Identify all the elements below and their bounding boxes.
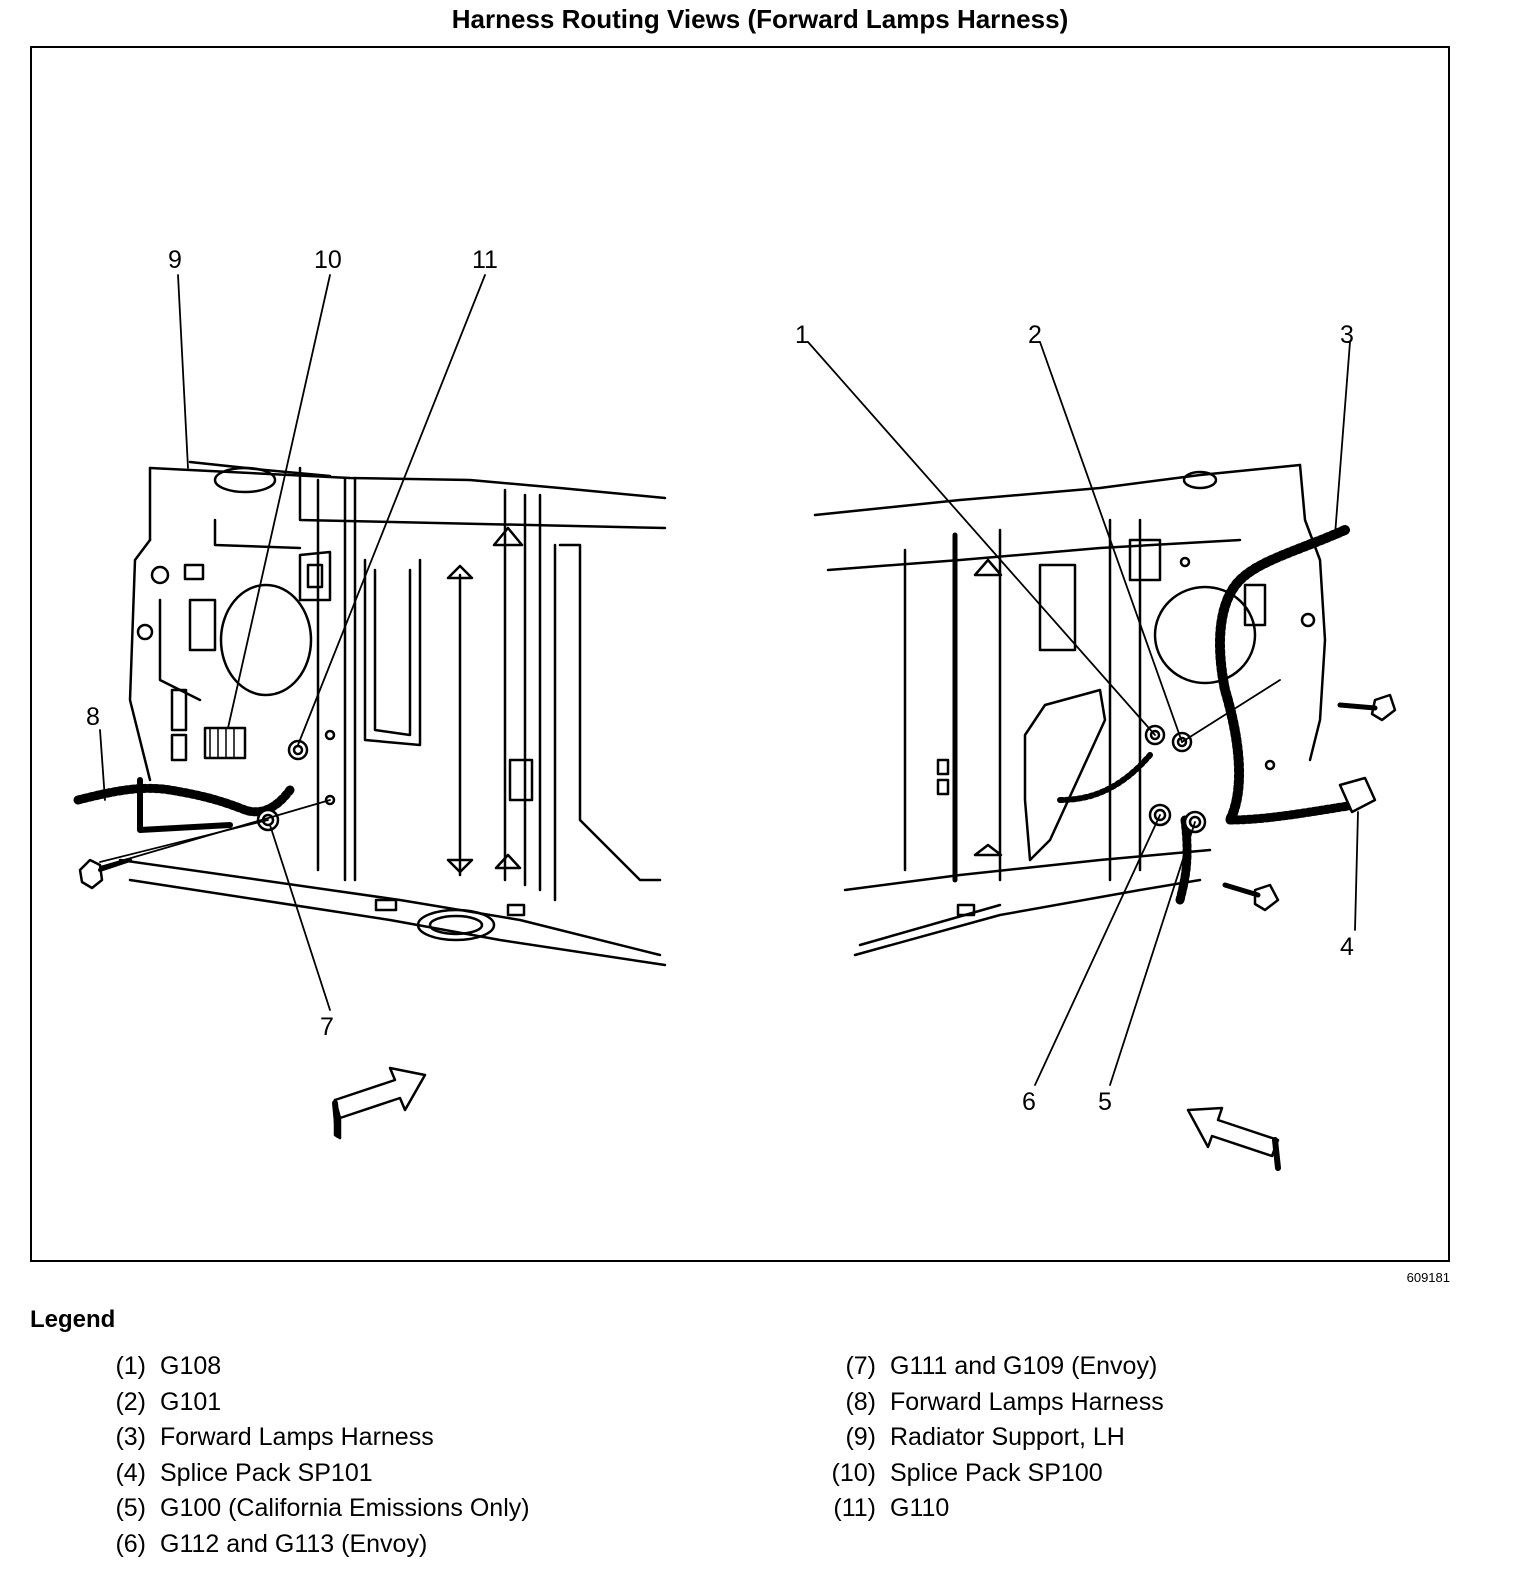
legend-item-number: (2)	[115, 1387, 146, 1416]
legend-item-number: (11)	[833, 1494, 876, 1522]
figure-id: 609181	[1406, 1270, 1450, 1285]
legend-item-number: (6)	[115, 1529, 146, 1558]
legend-item-label: Radiator Support, LH	[890, 1423, 1125, 1451]
legend-item-number: (3)	[115, 1423, 146, 1451]
legend-column-right: (7) G111 and G109 (Envoy) (8) Forward Lamp…	[820, 1352, 1164, 1530]
legend-item-label: Forward Lamps Harness	[160, 1423, 434, 1451]
callout-8: 8	[86, 703, 100, 731]
legend-item: (2) G101	[90, 1388, 530, 1424]
callout-6: 6	[1022, 1088, 1036, 1116]
callout-numbers: 9 10 11 8 7 1 2 3 4 6 5	[86, 246, 1354, 1116]
callout-11: 11	[472, 246, 498, 274]
legend-item-number: (10)	[831, 1458, 876, 1487]
legend-item-label: G100 (California Emissions Only)	[160, 1494, 530, 1522]
legend-item-number: (5)	[115, 1494, 146, 1522]
left-view	[73, 460, 667, 1140]
legend-item: (5) G100 (California Emissions Only)	[90, 1494, 530, 1530]
callout-7: 7	[320, 1013, 334, 1041]
diagram-frame	[30, 46, 1450, 1262]
legend-item: (4) Splice Pack SP101	[90, 1459, 530, 1495]
legend-item: (11) G110	[820, 1494, 1164, 1530]
legend-item: (3) Forward Lamps Harness	[90, 1423, 530, 1459]
leader-lines	[99, 274, 1359, 1086]
legend-item-label: G112 and G113 (Envoy)	[160, 1529, 428, 1558]
legend-item-label: G110	[890, 1494, 950, 1522]
legend-item: (10) Splice Pack SP100	[820, 1459, 1164, 1495]
legend-item-label: G111 and G109 (Envoy)	[890, 1352, 1158, 1380]
legend-heading: Legend	[30, 1306, 116, 1333]
legend-item-label: G108	[160, 1352, 222, 1380]
legend-item-label: Splice Pack SP100	[890, 1458, 1103, 1487]
legend-item: (6) G112 and G113 (Envoy)	[90, 1530, 530, 1566]
callout-10: 10	[314, 246, 342, 274]
callout-3: 3	[1340, 321, 1354, 349]
legend-column-left: (1) G108 (2) G101 (3) Forward Lamps Harness…	[90, 1352, 530, 1566]
legend-item: (1) G108	[90, 1352, 530, 1388]
legend-item-number: (9)	[845, 1423, 876, 1451]
right-view	[813, 463, 1397, 1171]
legend-item-label: Splice Pack SP101	[160, 1458, 373, 1487]
legend-item: (7) G111 and G109 (Envoy)	[820, 1352, 1164, 1388]
callout-2: 2	[1028, 321, 1042, 349]
legend-item-number: (7)	[845, 1352, 876, 1380]
legend-item: (8) Forward Lamps Harness	[820, 1387, 1164, 1424]
diagram-title: Harness Routing Views (Forward Lamps Har…	[451, 4, 1069, 34]
legend-item: (9) Radiator Support, LH	[820, 1423, 1164, 1459]
legend-item-label: Forward Lamps Harness	[890, 1387, 1164, 1416]
legend-item-number: (4)	[115, 1458, 146, 1487]
harness-routing-diagram: 9 10 11 8 7 1 2 3 4 6 5	[73, 246, 1397, 1171]
legend-item-number: (8)	[845, 1387, 876, 1416]
callout-5: 5	[1098, 1088, 1112, 1116]
legend-item-number: (1)	[115, 1352, 146, 1380]
callout-4: 4	[1340, 933, 1354, 961]
callout-1: 1	[795, 321, 809, 349]
legend-item-label: G101	[160, 1387, 222, 1416]
callout-9: 9	[168, 246, 182, 274]
